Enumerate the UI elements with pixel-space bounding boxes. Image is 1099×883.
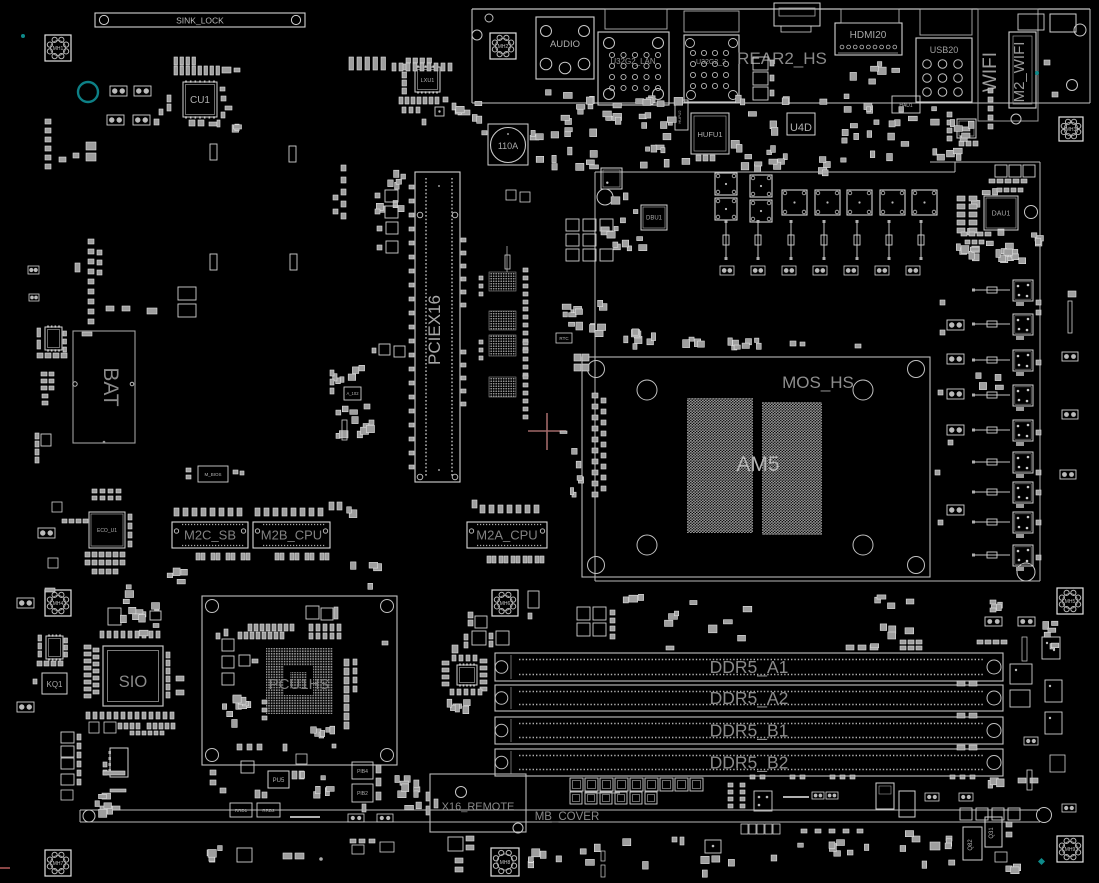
svg-text:PIB4: PIB4 [357, 769, 368, 775]
svg-text:M_BIOS: M_BIOS [204, 472, 221, 477]
svg-text:PCIEX16: PCIEX16 [425, 295, 444, 365]
svg-text:MH7: MH7 [53, 861, 64, 867]
svg-text:M2_WIFI: M2_WIFI [1011, 42, 1028, 103]
svg-text:HAU1: HAU1 [899, 103, 913, 109]
svg-text:MOS_HS: MOS_HS [782, 373, 854, 392]
svg-text:M2B_CPU: M2B_CPU [261, 528, 322, 543]
svg-text:PU5: PU5 [273, 778, 285, 784]
svg-text:MH2: MH2 [498, 44, 509, 50]
svg-text:MH6: MH6 [500, 601, 511, 607]
svg-text:U4D: U4D [790, 122, 812, 134]
svg-text:PIB2: PIB2 [357, 791, 368, 797]
svg-text:LXU1: LXU1 [421, 78, 435, 84]
svg-text:MH1: MH1 [53, 46, 64, 52]
svg-text:M2C_SB: M2C_SB [184, 528, 236, 543]
svg-text:110A: 110A [498, 141, 518, 151]
svg-text:M2A_CPU: M2A_CPU [476, 528, 537, 543]
svg-text:X16_REMOTE: X16_REMOTE [442, 801, 515, 813]
svg-text:A_102: A_102 [346, 391, 359, 396]
svg-text:RTC: RTC [559, 336, 569, 341]
svg-text:REAR2_HS: REAR2_HS [737, 49, 827, 68]
svg-text:CU1: CU1 [190, 95, 210, 106]
svg-text:DDR5_A2: DDR5_A2 [710, 688, 789, 709]
svg-text:U32G2_2: U32G2_2 [696, 59, 726, 66]
svg-text:DDR5_B2: DDR5_B2 [710, 753, 789, 774]
svg-text:MH5: MH5 [1065, 599, 1076, 605]
svg-text:MH3: MH3 [1066, 127, 1077, 133]
svg-text:Q31: Q31 [989, 827, 995, 839]
svg-text:HUFU2: HUFU2 [677, 110, 682, 124]
svg-text:RRD2: RRD2 [262, 808, 275, 813]
svg-text:SIO: SIO [119, 673, 148, 691]
svg-text:PCU1HS: PCU1HS [269, 676, 330, 693]
svg-text:DDR5_B1: DDR5_B1 [710, 721, 789, 742]
svg-text:DBU1: DBU1 [646, 216, 663, 222]
svg-text:SINK_LOCK: SINK_LOCK [176, 16, 224, 26]
svg-text:AM5: AM5 [736, 453, 779, 476]
svg-text:DAU1: DAU1 [992, 211, 1011, 218]
svg-text:MH9: MH9 [1065, 847, 1076, 853]
svg-text:AUDIO: AUDIO [550, 39, 580, 50]
svg-text:HUFU1: HUFU1 [697, 130, 722, 139]
svg-text:MH4: MH4 [53, 601, 64, 607]
svg-text:U32G2_LAN: U32G2_LAN [610, 57, 656, 66]
svg-text:MH8: MH8 [500, 860, 511, 866]
svg-text:Q82: Q82 [968, 839, 974, 851]
svg-text:USB20: USB20 [930, 45, 959, 55]
svg-text:RRD1: RRD1 [235, 808, 248, 813]
svg-text:HDMI20: HDMI20 [850, 30, 887, 41]
svg-text:DDR5_A1: DDR5_A1 [710, 657, 789, 678]
svg-text:MB_COVER: MB_COVER [535, 811, 600, 823]
svg-text:WIFI: WIFI [980, 52, 1001, 92]
svg-text:KQ1: KQ1 [46, 680, 63, 689]
svg-text:BAT: BAT [99, 367, 122, 406]
svg-text:ECO_U1: ECO_U1 [97, 528, 117, 534]
